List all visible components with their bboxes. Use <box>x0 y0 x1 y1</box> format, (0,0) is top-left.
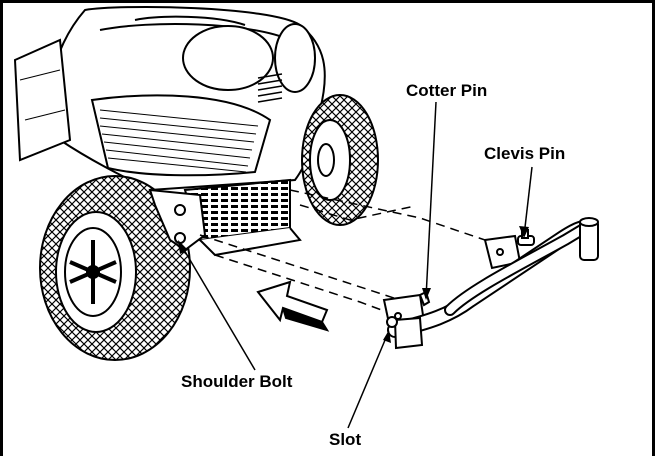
shoulder-bolt-icon <box>174 232 186 244</box>
leader-arrowheads <box>178 226 529 343</box>
label-slot: Slot <box>329 430 362 449</box>
label-clevis-pin: Clevis Pin <box>484 144 566 163</box>
left-front-wheel <box>39 175 191 361</box>
label-shoulder-bolt: Shoulder Bolt <box>181 372 293 391</box>
alignment-lines <box>199 189 486 316</box>
right-front-wheel <box>301 94 379 226</box>
direction-arrow-icon <box>256 280 330 332</box>
front-bumper <box>382 217 599 350</box>
hood-vent <box>257 73 283 103</box>
front-grille-box <box>183 178 302 257</box>
leader-lines <box>179 101 533 429</box>
tractor-hood <box>13 6 326 192</box>
label-cotter-pin: Cotter Pin <box>406 81 488 100</box>
